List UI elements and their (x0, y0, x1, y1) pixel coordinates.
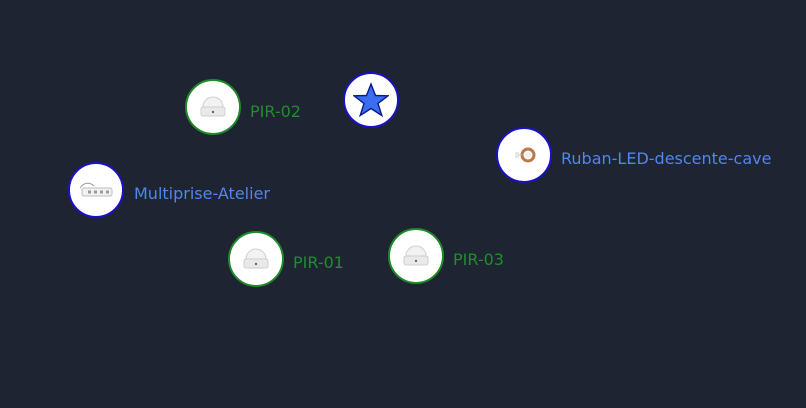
led-strip-icon (515, 147, 536, 163)
node-label-pir-02[interactable]: PIR-02 (250, 102, 301, 121)
node-star[interactable] (343, 72, 399, 128)
node-label-pir-03[interactable]: PIR-03 (453, 250, 504, 269)
node-label-pir-01[interactable]: PIR-01 (293, 253, 344, 272)
node-pir-02[interactable] (185, 79, 241, 135)
node-pir-03[interactable] (388, 228, 444, 284)
node-label-multiprise[interactable]: Multiprise-Atelier (134, 184, 270, 203)
node-multiprise[interactable] (68, 162, 124, 218)
motion-sensor-icon (403, 245, 429, 266)
motion-sensor-icon (200, 96, 226, 117)
node-ruban-led[interactable] (496, 127, 552, 183)
power-strip-icon (79, 182, 113, 197)
node-pir-01[interactable] (228, 231, 284, 287)
motion-sensor-icon (243, 248, 269, 269)
star-icon (353, 82, 389, 118)
node-label-ruban-led[interactable]: Ruban-LED-descente-cave (561, 149, 772, 168)
